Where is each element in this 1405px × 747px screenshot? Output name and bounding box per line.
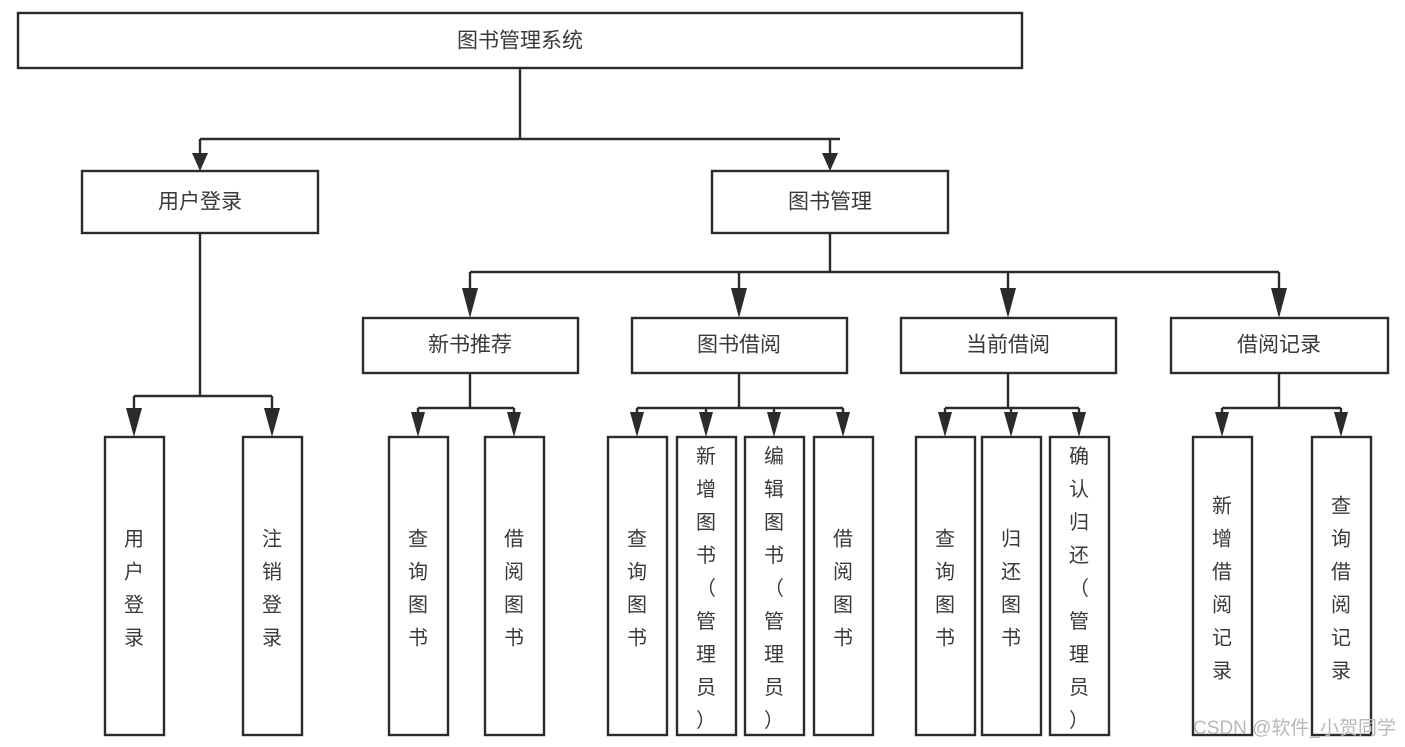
arrow-head-current-borrow: [1000, 288, 1016, 318]
arrow-head-leaf-borrow-edit: [767, 412, 781, 437]
node-user-login-box[interactable]: [80, 169, 320, 235]
node-book-manage-label: 图书管理: [788, 191, 872, 214]
leaf-box-leaf-current-confirm[interactable]: [1048, 435, 1111, 737]
csdn-watermark: CSDN @软件_小贺同学: [1193, 717, 1396, 739]
node-user-login-label: 用户登录: [158, 191, 242, 214]
leaf-box-leaf-recommend-query[interactable]: [387, 435, 450, 737]
leaf-node-leaf-borrow-query[interactable]: 查询图书: [606, 435, 669, 737]
arrow-head-book-manage: [822, 153, 838, 171]
arrow-head-leaf-user-logout: [264, 408, 280, 437]
node-new-book-recommend[interactable]: 新书推荐: [361, 316, 580, 375]
leaf-label-leaf-borrow-add: 新增图书（管理员）: [696, 445, 716, 732]
leaf-label-leaf-borrow-query: 查询图书: [627, 528, 647, 650]
leaf-layer: 用户登录 注销登录 查询图书 借阅图书 查询图书 新增图书（管理员）: [103, 435, 1373, 737]
node-root-box[interactable]: [16, 11, 1024, 70]
leaf-label-leaf-recommend-borrow: 借阅图书: [504, 528, 524, 650]
leaf-node-leaf-current-return[interactable]: 归还图书: [980, 435, 1043, 737]
leaf-label-leaf-current-query: 查询图书: [935, 528, 955, 650]
leaf-node-leaf-recommend-borrow[interactable]: 借阅图书: [483, 435, 546, 737]
arrow-head-leaf-borrow-query: [630, 412, 644, 437]
node-current-borrow[interactable]: 当前借阅: [899, 316, 1118, 375]
node-new-book-recommend-label: 新书推荐: [428, 334, 512, 357]
node-borrow-record-label: 借阅记录: [1237, 334, 1321, 357]
leaf-box-leaf-user-login[interactable]: [103, 435, 166, 737]
leaf-label-leaf-current-return: 归还图书: [1001, 528, 1021, 650]
arrow-head-leaf-current-confirm: [1072, 412, 1086, 437]
arrow-head-leaf-recommend-borrow: [507, 412, 521, 437]
leaf-box-leaf-current-query[interactable]: [914, 435, 977, 737]
leaf-box-leaf-current-return[interactable]: [980, 435, 1043, 737]
node-book-borrow-box[interactable]: [630, 316, 849, 375]
leaf-label-leaf-user-logout: 注销登录: [262, 528, 282, 650]
arrow-head-leaf-record-query: [1334, 412, 1348, 437]
node-user-login[interactable]: 用户登录: [80, 169, 320, 235]
node-borrow-record-box[interactable]: [1169, 316, 1390, 375]
arrow-head-leaf-record-add: [1215, 412, 1229, 437]
node-book-borrow[interactable]: 图书借阅: [630, 316, 849, 375]
leaf-node-leaf-user-login[interactable]: 用户登录: [103, 435, 166, 737]
node-root-label: 图书管理系统: [457, 30, 583, 53]
leaf-node-leaf-user-logout[interactable]: 注销登录: [241, 435, 304, 737]
arrow-head-leaf-recommend-query: [411, 412, 425, 437]
node-current-borrow-box[interactable]: [899, 316, 1118, 375]
arrow-head-book-borrow: [731, 288, 747, 318]
arrow-head-leaf-borrow-lend: [836, 412, 850, 437]
node-current-borrow-label: 当前借阅: [966, 334, 1050, 357]
leaf-box-leaf-borrow-query[interactable]: [606, 435, 669, 737]
leaf-label-leaf-borrow-edit: 编辑图书（管理员）: [764, 445, 784, 732]
arrow-head-borrow-record: [1271, 288, 1287, 318]
leaf-box-leaf-record-add[interactable]: [1191, 435, 1254, 737]
leaf-node-leaf-record-add[interactable]: 新增借阅记录: [1191, 435, 1254, 737]
node-root[interactable]: 图书管理系统: [16, 11, 1024, 70]
arrow-head-leaf-borrow-add: [699, 412, 713, 437]
leaf-label-leaf-recommend-query: 查询图书: [408, 528, 428, 650]
leaf-node-leaf-borrow-add[interactable]: 新增图书（管理员）: [675, 435, 738, 737]
node-book-manage-box[interactable]: [710, 169, 950, 235]
node-book-borrow-label: 图书借阅: [697, 334, 781, 357]
leaf-node-leaf-current-confirm[interactable]: 确认归还（管理员）: [1048, 435, 1111, 737]
node-borrow-record[interactable]: 借阅记录: [1169, 316, 1390, 375]
arrow-head-new-book-recommend: [462, 288, 478, 318]
node-new-book-recommend-box[interactable]: [361, 316, 580, 375]
leaf-box-leaf-recommend-borrow[interactable]: [483, 435, 546, 737]
leaf-box-leaf-borrow-add[interactable]: [675, 435, 738, 737]
connector-layer: [126, 68, 1348, 437]
arrow-head-user-login: [192, 153, 208, 171]
leaf-node-leaf-recommend-query[interactable]: 查询图书: [387, 435, 450, 737]
leaf-box-leaf-user-logout[interactable]: [241, 435, 304, 737]
arrow-head-leaf-current-return: [1004, 412, 1018, 437]
leaf-node-leaf-borrow-edit[interactable]: 编辑图书（管理员）: [743, 435, 806, 737]
leaf-label-leaf-record-add: 新增借阅记录: [1212, 495, 1232, 683]
leaf-node-leaf-borrow-lend[interactable]: 借阅图书: [812, 435, 875, 737]
leaf-label-leaf-current-confirm: 确认归还（管理员）: [1069, 445, 1089, 732]
arrow-head-leaf-user-login: [126, 408, 142, 437]
leaf-box-leaf-record-query[interactable]: [1310, 435, 1373, 737]
leaf-label-leaf-user-login: 用户登录: [124, 529, 144, 650]
leaf-label-leaf-record-query: 查询借阅记录: [1331, 495, 1351, 683]
leaf-box-leaf-borrow-lend[interactable]: [812, 435, 875, 737]
leaf-label-leaf-borrow-lend: 借阅图书: [833, 528, 853, 650]
node-book-manage[interactable]: 图书管理: [710, 169, 950, 235]
leaf-node-leaf-current-query[interactable]: 查询图书: [914, 435, 977, 737]
leaf-box-leaf-borrow-edit[interactable]: [743, 435, 806, 737]
arrow-head-leaf-current-query: [938, 412, 952, 437]
leaf-node-leaf-record-query[interactable]: 查询借阅记录: [1310, 435, 1373, 737]
